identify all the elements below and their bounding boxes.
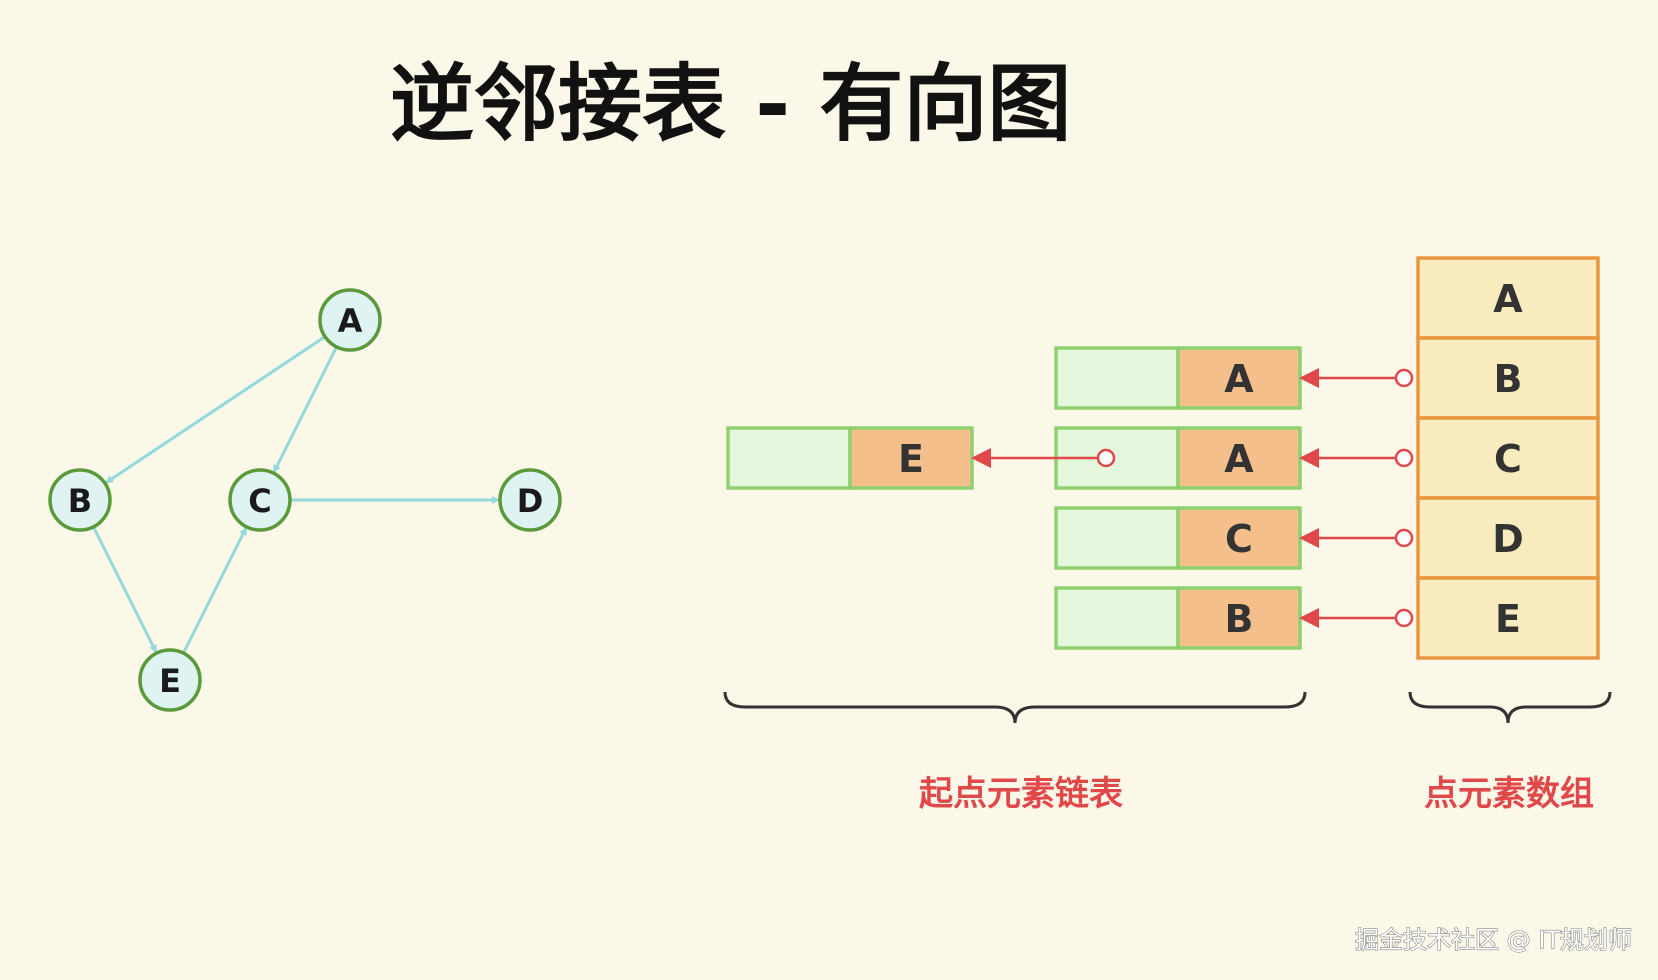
- node-label: E: [159, 662, 181, 700]
- node-label: B: [68, 482, 92, 520]
- node-circle: [138, 648, 202, 712]
- edge-a-b: [104, 335, 326, 485]
- list-data-cell: [1176, 346, 1302, 410]
- page-title: 逆邻接表 - 有向图: [390, 55, 1071, 153]
- node-label: A: [338, 302, 363, 340]
- list-next-cell: [1054, 346, 1180, 410]
- node-label: D: [517, 482, 544, 520]
- graph-node-b: B: [48, 468, 112, 532]
- directed-graph: A B C D E: [48, 288, 562, 712]
- node-label: C: [248, 482, 271, 520]
- edge-a-c: [272, 346, 338, 473]
- list-data-label: A: [1224, 437, 1254, 481]
- node-circle: [228, 468, 292, 532]
- node-circle: [318, 288, 382, 352]
- array-cell-label: D: [1492, 517, 1524, 561]
- array-cell-box: [1416, 576, 1600, 660]
- array-cell-d: D: [1416, 496, 1600, 580]
- node-circle: [48, 468, 112, 532]
- list-data-label: B: [1225, 597, 1254, 641]
- watermark: 掘金技术社区 @ IT规划师: [1355, 926, 1632, 954]
- list-node-d-1: C: [1054, 506, 1302, 570]
- graph-node-e: E: [138, 648, 202, 712]
- list-next-cell: [1054, 506, 1180, 570]
- pointer-origin-dot: [1096, 448, 1116, 468]
- array-cell-b: B: [1416, 336, 1600, 420]
- array-cell-label: C: [1494, 437, 1522, 481]
- list-node-c-2: E: [726, 426, 974, 490]
- pointer-origin-dot: [1394, 528, 1414, 548]
- list-next-cell: [1054, 586, 1180, 650]
- array-cell-label: A: [1493, 277, 1523, 321]
- graph-node-c: C: [228, 468, 292, 532]
- array-cell-box: [1416, 256, 1600, 340]
- array-brace: [1408, 691, 1612, 724]
- pointer-origin-dot: [1394, 448, 1414, 468]
- array-caption: 点元素数组: [1424, 774, 1594, 814]
- list-caption: 起点元素链表: [919, 774, 1123, 814]
- list-next-cell: [726, 426, 852, 490]
- list-node-e-1: B: [1054, 586, 1302, 650]
- list-data-cell: [1176, 506, 1302, 570]
- list-brace: [723, 691, 1307, 724]
- list-data-label: E: [898, 437, 924, 481]
- list-data-label: C: [1225, 517, 1253, 561]
- array-cell-box: [1416, 416, 1600, 500]
- list-data-cell: [848, 426, 974, 490]
- edge-e-c: [182, 527, 248, 654]
- array-cell-a: A: [1416, 256, 1600, 340]
- edge-b-e: [92, 526, 158, 653]
- graph-node-d: D: [498, 468, 562, 532]
- inverse-adjacency-lists: AA E CB: [726, 346, 1414, 650]
- pointer-origin-dot: [1394, 368, 1414, 388]
- array-cell-label: E: [1495, 597, 1521, 641]
- graph-node-a: A: [318, 288, 382, 352]
- array-cell-c: C: [1416, 416, 1600, 500]
- list-node-b-1: A: [1054, 346, 1302, 410]
- array-cell-label: B: [1494, 357, 1523, 401]
- list-data-label: A: [1224, 357, 1254, 401]
- list-data-cell: [1176, 586, 1302, 650]
- pointer-origin-dot: [1394, 608, 1414, 628]
- node-circle: [498, 468, 562, 532]
- array-cell-e: E: [1416, 576, 1600, 660]
